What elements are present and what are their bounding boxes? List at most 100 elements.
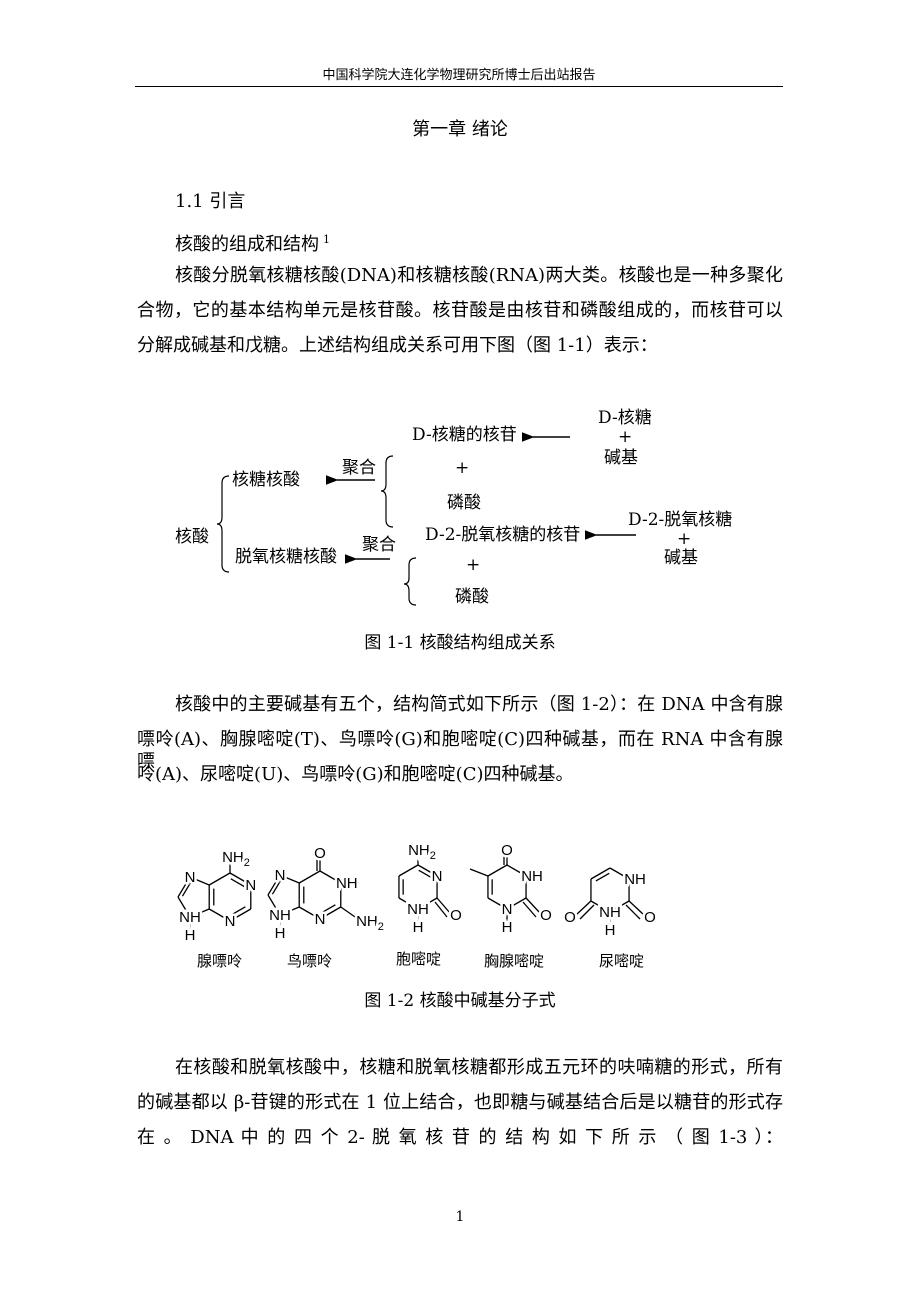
atom-label: O [450,907,462,924]
header-rule [135,86,783,87]
ring-bond [208,908,231,922]
base-name-guanine: 鸟嘌呤 [287,952,333,970]
bond [436,897,451,914]
bond [177,876,191,898]
section-heading: 1.1 引言 [175,191,246,212]
ribose-label: D-核糖 [598,408,652,428]
polymerize-label: 聚合 [342,458,376,478]
atom-label: O [501,842,513,859]
atom-label: H [185,927,196,944]
atom-label: H [275,925,286,942]
base-name-thymine: 胸腺嘧啶 [484,952,545,970]
rna-label: 核糖核酸 [232,470,300,490]
bond [579,904,595,920]
chapter-title: 第一章 绪论 [412,119,508,140]
ring-bond [590,867,611,880]
double-bond [181,881,192,897]
paragraph-line: 核酸中的主要碱基有五个，结构简式如下所示（图 1-2）：在 DNA 中含有腺 [175,694,783,715]
ring-bond [609,867,630,880]
ring-bond [417,864,438,877]
double-bond [418,869,433,879]
bond [267,874,281,896]
bond [434,901,448,918]
atom-label: N [432,868,443,885]
bond [177,896,191,918]
bond [340,906,359,920]
atom-label: N [185,869,196,886]
deoxy-nucleoside-label: D-2-脱氧核糖的核苷 [425,525,581,545]
atom-label: NH [624,871,646,888]
atom-label: O [314,845,326,862]
atom-label: H [502,919,513,936]
brace [403,557,417,606]
atom-label: NH [599,904,621,921]
base-structures: NH2NNNNHHONH2NHNNNHHNH2ONNHHOONHNHOONHNH… [177,840,659,947]
ring-bond [229,872,252,886]
double-bond [595,872,610,882]
atom-label: O [540,907,552,924]
atom-label: N [275,867,286,884]
ring-bond [319,906,342,920]
base-name-uracil: 尿嘧啶 [599,952,645,970]
base-label: 碱基 [604,448,638,468]
ring-bond [417,897,438,910]
atom-label: N [225,913,236,930]
atom-label: NH [407,901,429,918]
ring-bond [398,897,419,910]
atom-label: NH2 [356,913,384,933]
bond [267,894,281,916]
atom-label: O [644,909,656,926]
ring-bond [208,872,231,886]
bond [625,904,641,920]
deoxyribose-label: D-2-脱氧核糖 [628,510,733,530]
atom-label: NH2 [408,842,436,862]
paragraph-line: 核酸分脱氧核糖核酸(DNA)和核糖核酸(RNA)两大类。核酸也是一种多聚化 [175,265,783,286]
paragraph-line: 呤(A)、尿嘧啶(U)、鸟嘌呤(G)和胞嘧啶(C)四种碱基。 [137,764,574,785]
paragraph-line: 在核酸和脱氧核酸中，核糖和脱氧核糖都形成五元环的呋喃糖的形式，所有 [175,1057,783,1078]
phosphate-label: 磷酸 [455,587,489,607]
atom-label: NH2 [222,849,250,869]
reference-superscript: 1 [323,233,330,246]
double-bond [230,878,246,888]
bond [575,900,592,916]
dna-label: 脱氧核糖核酸 [235,547,337,567]
bond [525,897,541,914]
running-header: 中国科学院大连化学物理研究所博士后出站报告 [322,68,596,83]
bond [279,906,300,916]
polymerize-label: 聚合 [362,535,396,555]
ring-bond [298,906,321,920]
double-bond [230,906,246,916]
paragraph-line: 嘌呤(A)、胸腺嘧啶(T)、鸟嘌呤(G)和胞嘧啶(C)四种碱基，而在 RNA 中… [137,729,783,772]
methyl-bond [469,868,489,877]
bond [189,876,210,886]
ribo-nucleoside-label: D-核糖的核苷 [412,425,517,445]
atom-label: NH [269,907,291,924]
ring-bond [398,864,419,877]
atom-label: O [564,909,576,926]
atom-label: N [315,911,326,928]
atom-label: NH [521,868,543,885]
paragraph-line: 在 。 DNA 中 的 四 个 2- 脱 氧 核 苷 的 结 构 如 下 所 示… [137,1127,783,1148]
double-bond [320,904,336,914]
double-bond [271,879,282,895]
bond [628,900,645,916]
atom-label: H [413,919,424,936]
plus-sign: + [466,555,481,575]
base-name-adenine: 腺嘌呤 [197,952,243,970]
atom-label: NH [179,909,201,926]
ring-bond [506,864,527,877]
atom-label: H [605,922,616,939]
plus-sign: + [677,529,692,549]
subheading-text: 核酸的组成和结构 [175,234,319,255]
ring-bond [487,864,508,877]
atom-label: NH [336,875,358,892]
phosphate-label: 磷酸 [447,493,481,513]
bond [522,901,537,918]
ring-bond [609,900,630,913]
paragraph-line: 分解成碱基和戊糖。上述结构组成关系可用下图（图 1-1）表示： [137,335,658,356]
ring-bond [229,908,252,922]
ring-bond [319,870,342,884]
figure-1-2-caption: 图 1-2 核酸中碱基分子式 [364,991,556,1011]
ring-bond [590,900,611,913]
ring-bond [487,897,508,910]
